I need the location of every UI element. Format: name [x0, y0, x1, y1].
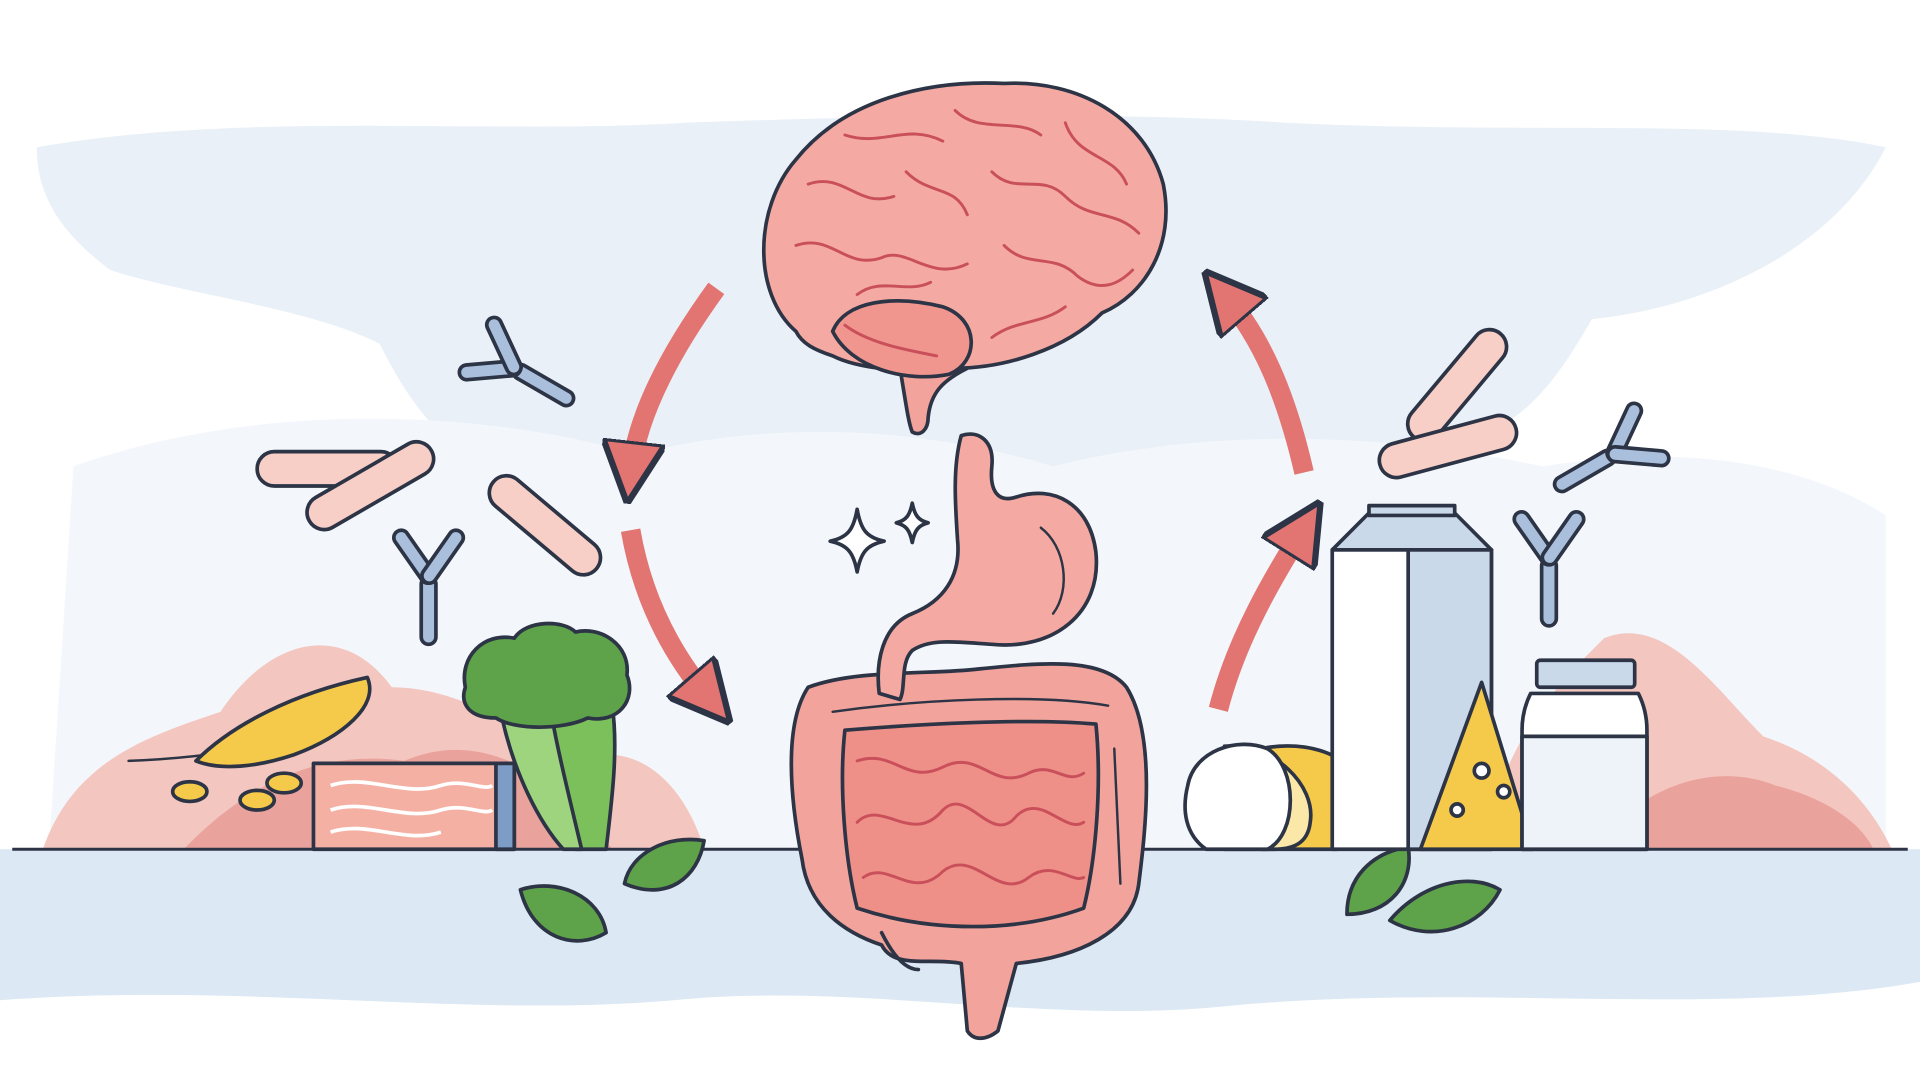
antibody-icon [1552, 401, 1671, 494]
antibody-icon [457, 315, 576, 408]
wheat-icon [127, 675, 372, 812]
leaf-icon [1387, 879, 1502, 934]
salmon-icon [311, 761, 517, 852]
leaf-icon [518, 884, 608, 943]
arrow-icon [620, 528, 711, 699]
antibodies [391, 315, 1671, 647]
bacteria [255, 327, 1519, 577]
sparkle-icon [828, 501, 931, 574]
leaf-icon [622, 837, 706, 892]
celery-icon [462, 621, 632, 852]
arrow-icon [1224, 295, 1314, 475]
intestines-icon [789, 662, 1149, 1041]
antibody-icon [391, 528, 466, 647]
arrow-icon [1208, 528, 1304, 712]
arrow-icon [631, 282, 725, 472]
bacteria-icon [305, 439, 436, 532]
brain-icon [762, 81, 1168, 436]
stomach-icon [876, 432, 1099, 702]
bacteria-icon [487, 473, 603, 577]
arrows [631, 288, 1304, 709]
jar-icon [1520, 658, 1649, 852]
leaves [518, 837, 1502, 943]
bacteria-icon [1377, 413, 1519, 480]
antibody-icon [1512, 509, 1586, 628]
cheese-icon [1418, 680, 1535, 852]
